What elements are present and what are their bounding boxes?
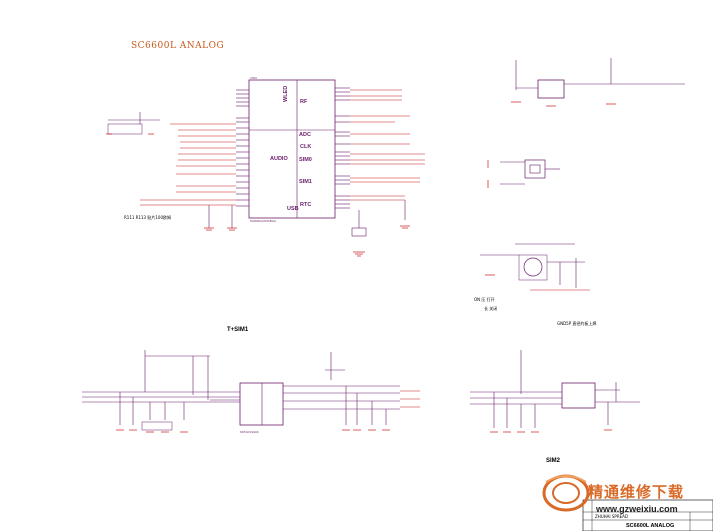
block-wled: WLED xyxy=(283,86,289,102)
title-block-company: ZHUHAI SPREAD xyxy=(595,514,628,519)
note-hold-off: 长 关闭 xyxy=(484,305,497,311)
watermark-url: www.gzweixiu.com xyxy=(595,504,678,514)
main-ic-part: SC6600L(MCM,BGA) xyxy=(250,219,276,223)
block-sim1: SIM1 xyxy=(299,179,312,185)
sim2-connector xyxy=(561,382,596,409)
block-rtc: RTC xyxy=(300,202,311,208)
sim1-switch-ic xyxy=(239,382,284,426)
page-title: SC6600L ANALOG xyxy=(131,41,224,51)
left-decoupling xyxy=(106,112,160,135)
note-on-off: ON 压 打开 xyxy=(474,296,495,302)
left-net-labels xyxy=(140,123,236,206)
right-net-labels xyxy=(350,89,425,201)
power-key-block xyxy=(480,243,590,291)
block-adc: ADC xyxy=(299,132,311,138)
watermark: 精通维修下载 www.gzweixiu.com xyxy=(542,474,684,514)
main-ic-body xyxy=(248,79,336,219)
rtc-crystal xyxy=(351,200,410,257)
main-ic-grounds xyxy=(204,205,237,231)
block-clk: CLK xyxy=(300,144,311,150)
regulator-block xyxy=(511,58,685,107)
title-block-doc-title: SC6600L ANALOG xyxy=(626,523,674,529)
block-audio: AUDIO xyxy=(270,156,288,162)
block-rf: RF xyxy=(300,99,308,105)
block-sim0: SIM0 xyxy=(299,157,312,163)
note-r111-r113: R111 R113 贴片100欧姆 xyxy=(124,214,171,220)
sim1-section-title: T+SIM1 xyxy=(227,327,249,333)
watermark-text: 精通维修下载 xyxy=(588,483,684,501)
oscillator-block xyxy=(487,159,560,188)
title-block: ZHUHAI SPREAD SC6600L ANALOG xyxy=(582,499,713,531)
sim2-section xyxy=(470,350,640,433)
main-ic-ref: U300 xyxy=(250,76,257,80)
note-gnd: GND5P 直径约板上焊 xyxy=(557,320,596,326)
sim2-section-title: SIM2 xyxy=(546,458,561,464)
regulator-ic xyxy=(537,79,565,99)
block-usb: USB xyxy=(287,206,299,212)
main-ic-group: U300 WLED RF ADC AUDIO CLK SIM0 SIM1 RTC… xyxy=(236,76,350,223)
watermark-logo-icon xyxy=(542,474,590,512)
sim1-ic-sub-label: SN74LVC2G66 xyxy=(240,430,259,434)
sim1-section: SN74LVC2G66 xyxy=(82,350,420,434)
